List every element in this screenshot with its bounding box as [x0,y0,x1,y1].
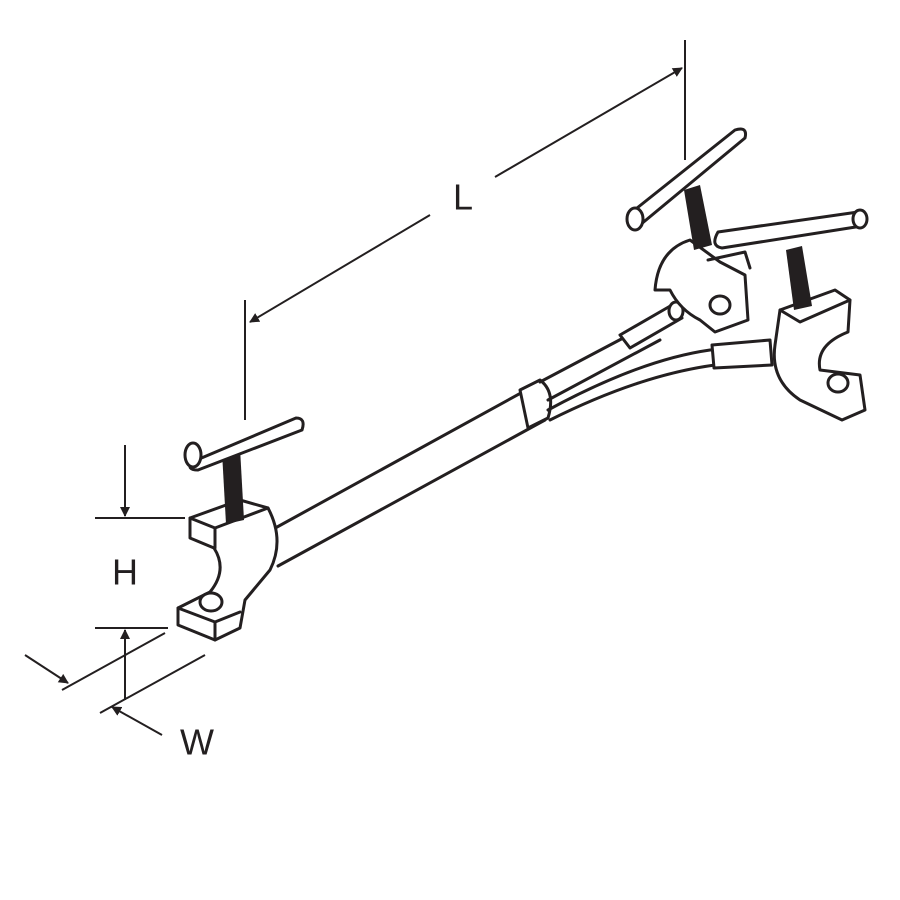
height-dimension: H [95,445,185,700]
cable [266,300,774,568]
right-lower-screw-thread [786,246,812,310]
right-clamp-upper [625,127,752,334]
right-lower-t-handle [713,210,866,250]
width-label: W [180,722,214,763]
right-upper-screw-thread [684,185,712,250]
height-label: H [112,552,138,593]
width-dimension: W [24,632,214,763]
left-screw-thread [222,448,244,524]
left-clamp [176,416,305,642]
length-dimension: L [244,40,686,420]
left-t-handle [188,416,305,472]
length-label: L [453,177,473,218]
right-clamp-lower [713,208,869,422]
